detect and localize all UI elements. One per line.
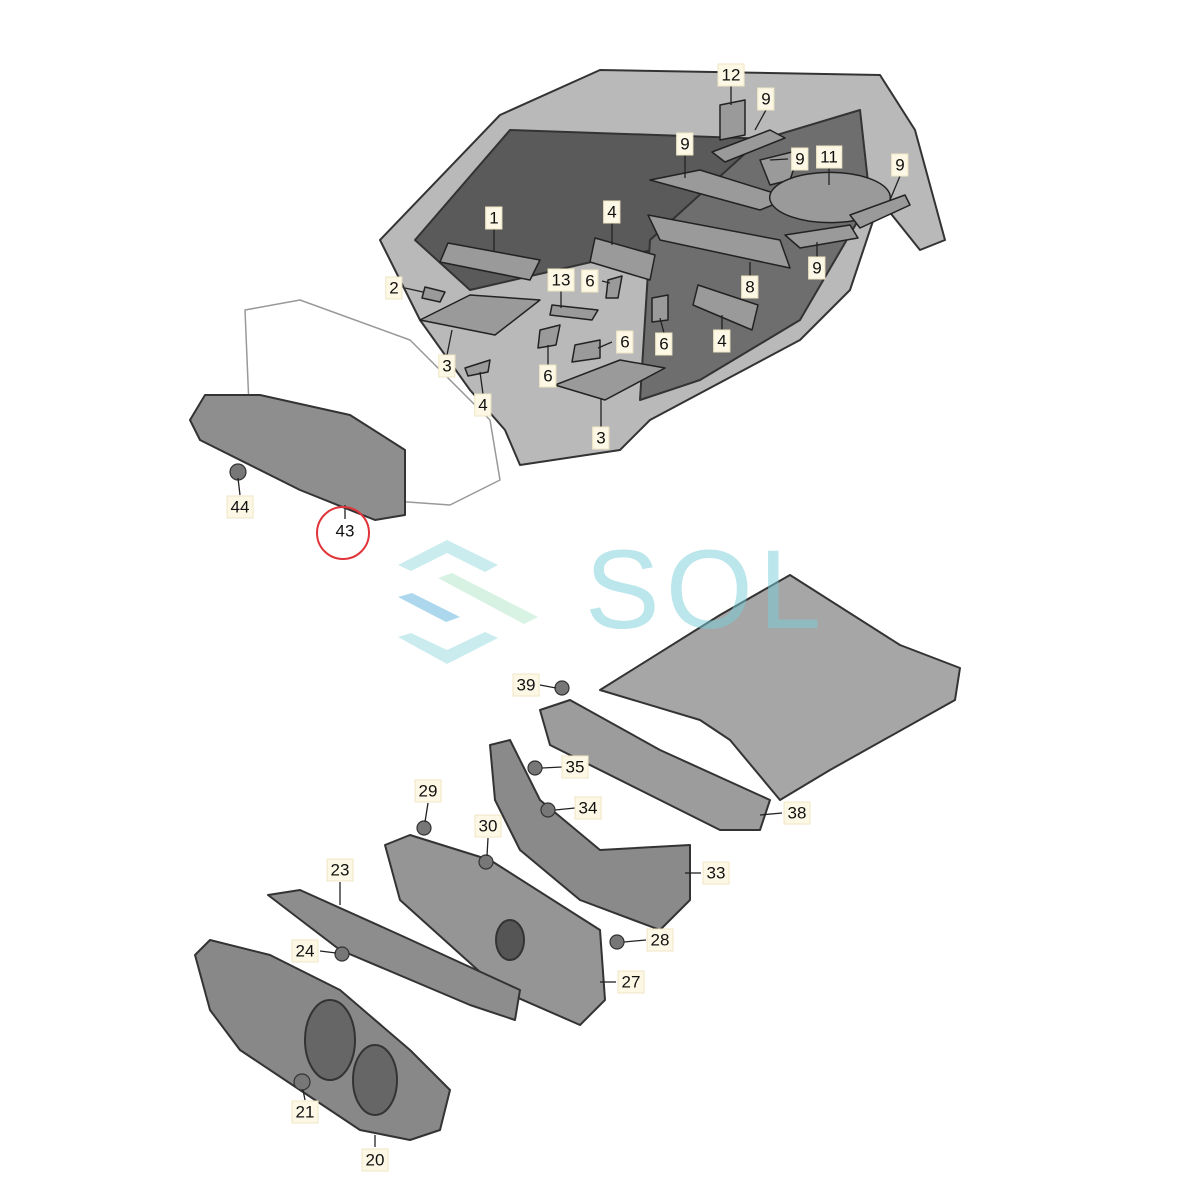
part-label[interactable]: 11 (816, 145, 842, 169)
part-label[interactable]: 4 (474, 393, 492, 417)
part-label[interactable]: 34 (574, 796, 602, 820)
part-label[interactable]: 2 (385, 276, 403, 300)
watermark-logo-icon (398, 540, 538, 664)
part-label[interactable]: 8 (741, 275, 759, 299)
strip-23 (267, 889, 521, 1021)
pad-33 (489, 739, 691, 931)
part-label[interactable]: 6 (616, 330, 634, 354)
part-label[interactable]: 21 (291, 1100, 319, 1124)
highlight-circle (316, 506, 370, 560)
part-label[interactable]: 44 (226, 495, 254, 519)
part-label[interactable]: 9 (808, 256, 826, 280)
part-label[interactable]: 30 (474, 814, 502, 838)
part-label[interactable]: 1 (485, 206, 503, 230)
part-label[interactable]: 23 (326, 858, 354, 882)
part-label[interactable]: 6 (655, 332, 673, 356)
part-label[interactable]: 6 (581, 269, 599, 293)
part-label[interactable]: 9 (757, 87, 775, 111)
hood-insulation-43 (189, 394, 406, 521)
part-label[interactable]: 4 (713, 329, 731, 353)
part-label[interactable]: 4 (603, 200, 621, 224)
part-label[interactable]: 3 (438, 354, 456, 378)
part-label[interactable]: 29 (414, 779, 442, 803)
part-label[interactable]: 27 (617, 970, 645, 994)
bulkhead-27 (384, 834, 606, 1026)
part-label-highlighted[interactable]: 43 (335, 521, 355, 541)
part-label[interactable]: 33 (702, 861, 730, 885)
part-label[interactable]: 35 (561, 755, 589, 779)
part-label[interactable]: 9 (676, 132, 694, 156)
part-label[interactable]: 12 (717, 63, 745, 87)
part-label[interactable]: 3 (592, 426, 610, 450)
floor-carpet (599, 574, 961, 801)
part-label[interactable]: 28 (646, 928, 674, 952)
watermark-text: SOL (585, 527, 828, 652)
part-label[interactable]: 9 (791, 147, 809, 171)
part-label[interactable]: 9 (891, 153, 909, 177)
part-label[interactable]: 38 (783, 801, 811, 825)
part-label[interactable]: 24 (291, 939, 319, 963)
part-label[interactable]: 39 (512, 673, 540, 697)
part-label[interactable]: 20 (361, 1148, 389, 1172)
part-label[interactable]: 13 (547, 268, 575, 292)
part-label[interactable]: 6 (539, 364, 557, 388)
